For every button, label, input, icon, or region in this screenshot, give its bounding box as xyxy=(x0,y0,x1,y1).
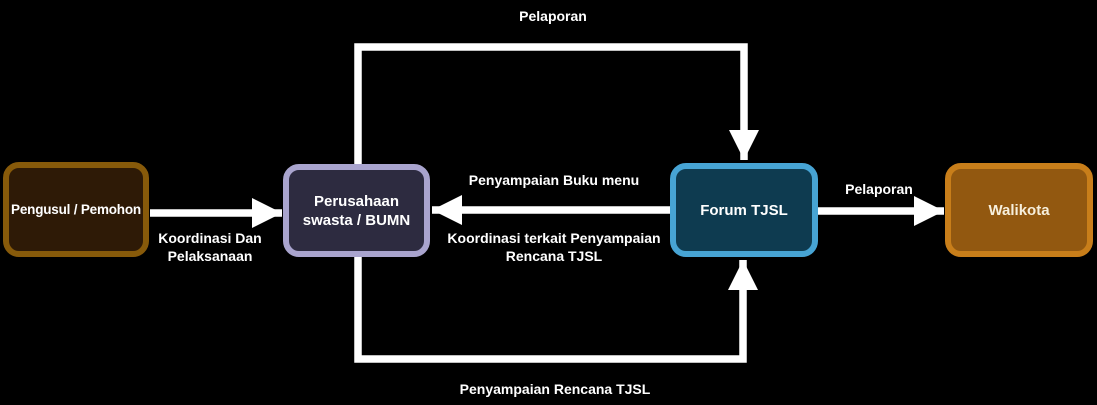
node-perusahaan-swasta-bumn: Perusahaan swasta / BUMN xyxy=(283,164,430,257)
node-pengusul-label: Pengusul / Pemohon xyxy=(11,202,141,217)
edge-label-penyampaian-buku-menu: Penyampaian Buku menu xyxy=(468,172,640,188)
node-forum-tjsl: Forum TJSL xyxy=(670,163,818,257)
edge-label-koordinasi-dan-pelaksanaan: Koordinasi Dan Pelaksanaan xyxy=(158,229,261,265)
edge-label-penyampaian-rencana: Penyampaian Rencana TJSL xyxy=(459,381,651,397)
edge-label-koordinasi-dan-line1: Koordinasi Dan xyxy=(158,230,262,246)
edge-label-koordinasi-terkait: Koordinasi terkait Penyampaian Rencana T… xyxy=(447,229,660,265)
node-walikota-label: Walikota xyxy=(988,201,1050,219)
node-perusahaan-label-line2: swasta / BUMN xyxy=(302,211,411,229)
edge-label-koordinasi-terkait-line2: Rencana TJSL xyxy=(505,248,603,264)
edge-label-pelaporan-to-walikota: Pelaporan xyxy=(845,181,913,197)
node-walikota: Walikota xyxy=(945,163,1093,257)
edge-label-koordinasi-dan-line2: Pelaksanaan xyxy=(167,248,253,264)
node-pengusul-pemohon: Pengusul / Pemohon xyxy=(3,162,149,257)
node-perusahaan-label-line1: Perusahaan xyxy=(313,192,400,210)
edge-pelaporan-top xyxy=(354,43,759,164)
edge-label-koordinasi-terkait-line1: Koordinasi terkait Penyampaian xyxy=(447,230,661,246)
edge-penyampaian-rencana xyxy=(354,257,758,363)
edge-label-pelaporan-top: Pelaporan xyxy=(519,8,587,24)
node-forum-label: Forum TJSL xyxy=(700,201,788,219)
